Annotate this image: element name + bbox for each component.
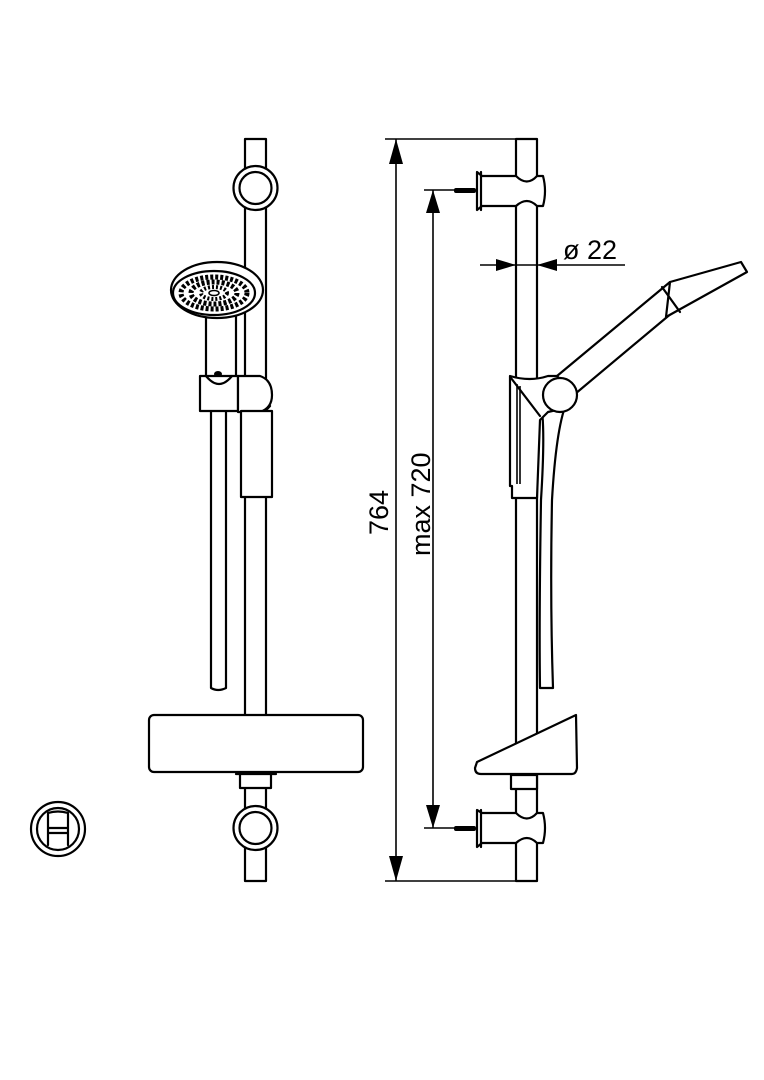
front-top-bracket-icon — [232, 164, 279, 212]
dimension-label-diameter: ø 22 — [563, 235, 617, 265]
side-hose — [538, 398, 568, 690]
front-rail — [243, 137, 268, 883]
side-soap-dish — [473, 713, 579, 791]
front-slider-holder — [198, 371, 274, 499]
side-bottom-bracket — [454, 808, 547, 849]
dimension-rail-diameter: ø 22 — [480, 235, 625, 271]
front-soap-dish — [147, 713, 365, 790]
dimension-label-764: 764 — [364, 490, 394, 535]
front-view — [147, 137, 365, 883]
certification-symbol-icon — [29, 800, 87, 858]
dimension-total-height: 764 — [364, 138, 522, 882]
front-bottom-bracket-icon — [232, 804, 279, 852]
dimension-bracket-spacing: max 720 — [406, 189, 456, 829]
side-hand-shower — [541, 260, 749, 414]
spray-nozzle-pattern — [178, 274, 250, 312]
front-shower-head-icon — [169, 260, 265, 320]
dimension-label-max-720: max 720 — [406, 452, 436, 556]
side-rail — [514, 137, 539, 883]
side-top-bracket — [454, 170, 547, 212]
side-view: ø 22 764 max 720 — [364, 137, 749, 883]
